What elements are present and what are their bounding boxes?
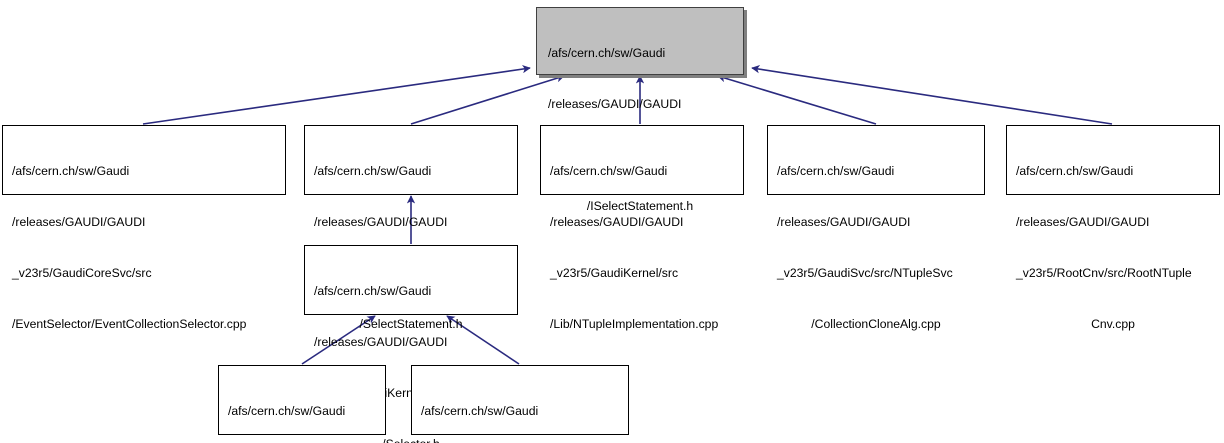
node-selectstatement[interactable]: /afs/cern.ch/sw/Gaudi /releases/GAUDI/GA… [304,125,518,331]
node-line: /afs/cern.ch/sw/Gaudi [1016,164,1134,178]
node-ntuplesvc-cpp[interactable]: /afs/cern.ch/sw/Gaudi /releases/GAUDI/GA… [411,365,629,435]
node-iselectstatement[interactable]: /afs/cern.ch/sw/Gaudi /releases/GAUDI/GA… [536,7,744,213]
node-line: /afs/cern.ch/sw/Gaudi [777,164,895,178]
node-line: /releases/GAUDI/GAUDI [777,215,911,229]
node-selector-cpp[interactable]: /afs/cern.ch/sw/Gaudi /releases/GAUDI/GA… [218,365,386,435]
node-line: /afs/cern.ch/sw/Gaudi [314,284,432,298]
node-eventcollectionselector[interactable]: /afs/cern.ch/sw/Gaudi /releases/GAUDI/GA… [2,125,286,331]
node-line: /EventSelector/EventCollectionSelector.c… [12,317,247,331]
node-line: /afs/cern.ch/sw/Gaudi [228,404,346,418]
node-line: /afs/cern.ch/sw/Gaudi [421,404,539,418]
node-line: /Selector.h [305,436,517,443]
node-line: /Lib/NTupleImplementation.cpp [550,317,719,331]
node-line: /SelectStatement.h [359,317,463,331]
node-line: /afs/cern.ch/sw/Gaudi [12,164,130,178]
node-line: Cnv.cpp [1091,317,1135,331]
node-line: /ISelectStatement.h [586,199,694,213]
node-line: _v23r5/RootCnv/src/RootNTuple [1016,266,1192,280]
edge-rootntuplecnv-to-iselectstatement [751,65,1113,125]
node-line: /releases/GAUDI/GAUDI [548,97,682,111]
node-line: _v23r5/GaudiCoreSvc/src [12,266,152,280]
node-line: /releases/GAUDI/GAUDI [1016,215,1150,229]
node-collectionclonealg[interactable]: /afs/cern.ch/sw/Gaudi /releases/GAUDI/GA… [767,125,985,331]
node-line: _v23r5/GaudiKernel/src [550,266,679,280]
edge-eventcollectionselector-to-iselectstatement [142,64,531,125]
node-rootntuplecnv[interactable]: /afs/cern.ch/sw/Gaudi /releases/GAUDI/GA… [1006,125,1220,331]
node-line: /afs/cern.ch/sw/Gaudi [550,164,668,178]
node-line: _v23r5/GaudiSvc/src/NTupleSvc [777,266,953,280]
node-line: /releases/GAUDI/GAUDI [314,215,448,229]
node-ntupleimplementation[interactable]: /afs/cern.ch/sw/Gaudi /releases/GAUDI/GA… [540,125,744,331]
node-line: /afs/cern.ch/sw/Gaudi [548,46,666,60]
node-selector-h[interactable]: /afs/cern.ch/sw/Gaudi /releases/GAUDI/GA… [304,245,518,443]
node-line: /afs/cern.ch/sw/Gaudi [314,164,432,178]
node-line: /releases/GAUDI/GAUDI [314,335,448,349]
node-line: /releases/GAUDI/GAUDI [550,215,684,229]
node-line: /CollectionCloneAlg.cpp [811,317,941,331]
node-line: /releases/GAUDI/GAUDI [12,215,146,229]
